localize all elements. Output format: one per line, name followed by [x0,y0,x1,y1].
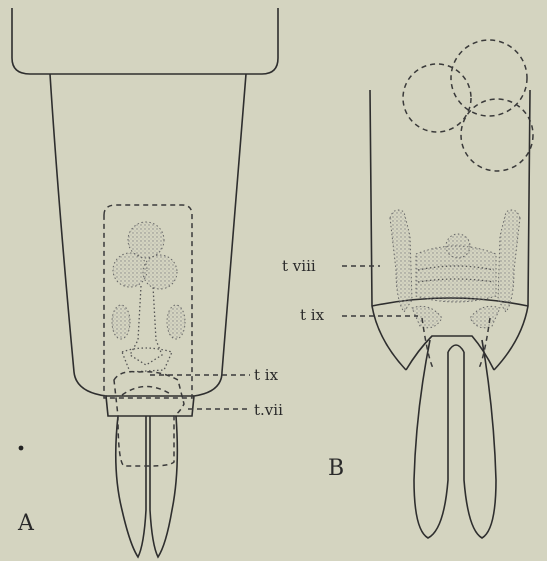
label-a-t-vii: t.vii [254,401,283,419]
panel-b-egg-1 [403,64,471,132]
panel-b-stippled-knob [446,234,470,258]
panel-a-appendage-left [116,416,146,557]
panel-a-inner-dash [122,387,172,396]
panel-b-appendage-right [464,340,496,538]
label-a-t-ix: t ix [254,366,279,384]
panel-b-egg-3 [461,99,533,171]
panel-a-dashed-sheath [114,372,184,466]
panel-a-body-outline [12,8,278,74]
panel-a-stray-dot [19,446,24,451]
label-b-t-viii: t viii [282,257,316,275]
panel-b-appendage-left [414,340,448,538]
panel-a-organ-left [113,253,147,287]
label-b-t-ix: t ix [300,306,325,324]
panel-b-central-arch [448,345,464,352]
panel-a-lobe-right [167,305,185,339]
panel-a [12,8,278,557]
panel-a-lobe-left [112,305,130,339]
panel-a-letter: A [17,511,35,536]
panel-a-organ-top [128,222,164,258]
panel-a-central-duct [130,286,162,365]
panel-a-appendage-right [150,416,177,557]
panel-a-central-body [122,348,172,372]
panel-b-letter: B [328,456,344,481]
panel-b [342,40,533,538]
panel-b-lower-lobes [412,306,500,327]
panel-a-organ-right [143,255,177,289]
